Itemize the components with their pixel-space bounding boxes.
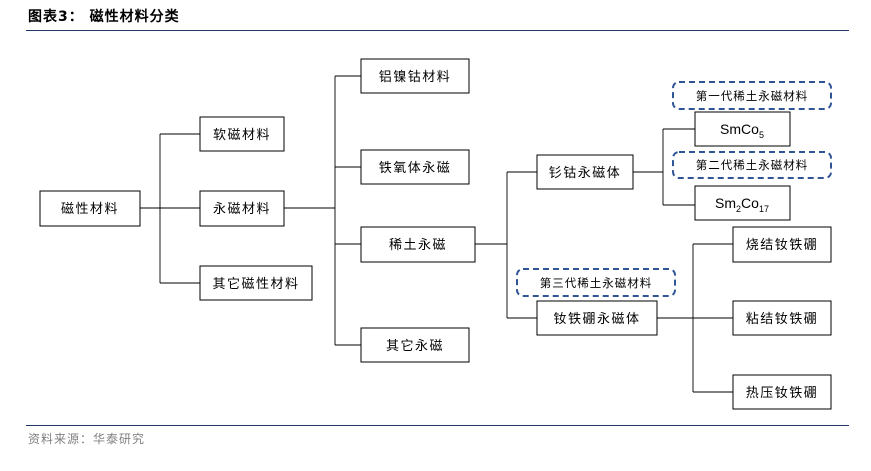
smco5-subscript: 5 bbox=[759, 130, 764, 140]
smco5-formula: SmCo bbox=[720, 121, 759, 137]
sm2co17-label: Sm2Co17 bbox=[715, 195, 769, 214]
sintered-ndfeb-node-box bbox=[732, 226, 832, 263]
connector-permanent bbox=[284, 75, 361, 346]
connector-smco bbox=[633, 128, 695, 206]
smco-magnet-label: 钐钴永磁体 bbox=[549, 166, 622, 181]
connector-ndfeb bbox=[657, 243, 733, 393]
figure-source: 资料来源：华泰研究 bbox=[28, 432, 146, 446]
smco5-label: SmCo5 bbox=[720, 121, 764, 140]
source-rule bbox=[26, 425, 849, 426]
bonded-ndfeb-node-box bbox=[732, 300, 832, 336]
alnico-node-box bbox=[360, 58, 470, 94]
hot-pressed-ndfeb-label: 热压钕铁硼 bbox=[746, 385, 819, 401]
third-generation-tag-label: 第三代稀土永磁材料 bbox=[540, 276, 653, 290]
rare-earth-node-box bbox=[360, 226, 476, 263]
other-magnetic-label: 其它磁性材料 bbox=[212, 276, 299, 292]
smco5-node-box bbox=[694, 111, 791, 147]
first-generation-tag-label: 第一代稀土永磁材料 bbox=[696, 89, 809, 103]
third-generation-tag-box bbox=[516, 268, 676, 297]
permanent-magnet-node-box bbox=[199, 190, 285, 227]
sm2co17-co: Co bbox=[741, 195, 759, 211]
connector-rare-earth bbox=[475, 171, 537, 319]
connector-root bbox=[140, 133, 200, 284]
rare-earth-label: 稀土永磁 bbox=[389, 238, 447, 253]
sintered-ndfeb-label: 烧结钕铁硼 bbox=[746, 237, 819, 253]
sm2co17-sm: Sm bbox=[715, 195, 736, 211]
bonded-ndfeb-label: 粘结钕铁硼 bbox=[746, 311, 819, 327]
smco-magnet-node-box bbox=[536, 154, 634, 190]
root-node-box bbox=[39, 190, 141, 227]
second-generation-tag-box bbox=[672, 151, 832, 179]
sm2co17-subscript-co: 17 bbox=[759, 204, 769, 214]
figure-title: 图表3： 磁性材料分类 bbox=[28, 9, 180, 25]
ferrite-node-box bbox=[360, 149, 470, 185]
second-generation-tag-label: 第二代稀土永磁材料 bbox=[696, 158, 809, 172]
permanent-magnet-label: 永磁材料 bbox=[213, 202, 271, 217]
ndfeb-magnet-label: 钕铁硼永磁体 bbox=[553, 311, 640, 327]
hot-pressed-ndfeb-node-box bbox=[732, 374, 832, 410]
root-node-label: 磁性材料 bbox=[61, 202, 119, 217]
title-rule bbox=[26, 30, 849, 31]
alnico-label: 铝镍钴材料 bbox=[379, 70, 452, 85]
soft-magnet-node-box bbox=[199, 116, 285, 152]
other-permanent-label: 其它永磁 bbox=[386, 338, 444, 354]
soft-magnet-label: 软磁材料 bbox=[213, 128, 271, 143]
other-permanent-node-box bbox=[360, 327, 470, 363]
sm2co17-subscript-sm: 2 bbox=[736, 204, 741, 214]
first-generation-tag-box bbox=[672, 81, 832, 110]
ferrite-label: 铁氧体永磁 bbox=[379, 161, 452, 176]
other-magnetic-node-box bbox=[199, 265, 313, 301]
ndfeb-magnet-node-box bbox=[536, 300, 658, 336]
sm2co17-node-box bbox=[694, 185, 791, 221]
